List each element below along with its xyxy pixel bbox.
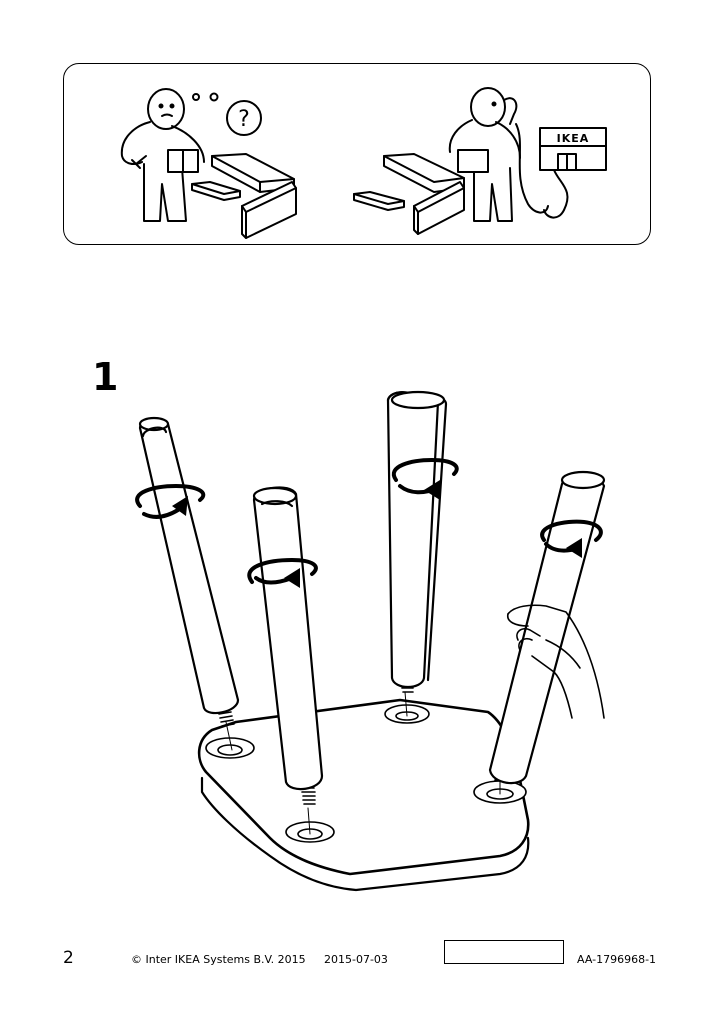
document-date: 2015-07-03 bbox=[324, 953, 388, 966]
rotate-arrow-icon bbox=[135, 484, 206, 519]
hand-icon bbox=[506, 604, 605, 719]
help-panel-illustration: ? IKEA bbox=[120, 87, 607, 239]
question-mark: ? bbox=[238, 107, 250, 132]
ikea-store-icon bbox=[539, 127, 607, 219]
table-leg bbox=[488, 470, 606, 785]
help-panel: ? IKEA bbox=[63, 63, 651, 245]
guide-lines bbox=[225, 691, 501, 835]
document-code: AA-1796968-1 bbox=[577, 953, 657, 966]
screw-hole bbox=[205, 737, 255, 759]
table-leg bbox=[138, 416, 240, 715]
leg-assembly-illustration bbox=[135, 390, 606, 892]
phoning-man-icon bbox=[448, 87, 549, 222]
confused-man-icon bbox=[120, 88, 205, 222]
copyright-text: © Inter IKEA Systems B.V. 2015 bbox=[131, 953, 306, 966]
page-number: 2 bbox=[63, 948, 74, 968]
arrowhead-icon bbox=[172, 480, 582, 588]
step-number: 1 bbox=[92, 355, 119, 399]
assembled-parts-icon bbox=[353, 153, 465, 235]
store-sign: IKEA bbox=[557, 132, 590, 145]
loose-parts-icon bbox=[191, 153, 297, 239]
table-leg bbox=[386, 390, 448, 689]
question-bubble-icon bbox=[226, 100, 262, 136]
footer: 2 © Inter IKEA Systems B.V. 2015 2015-07… bbox=[0, 940, 714, 972]
blank-code-box bbox=[444, 940, 564, 964]
